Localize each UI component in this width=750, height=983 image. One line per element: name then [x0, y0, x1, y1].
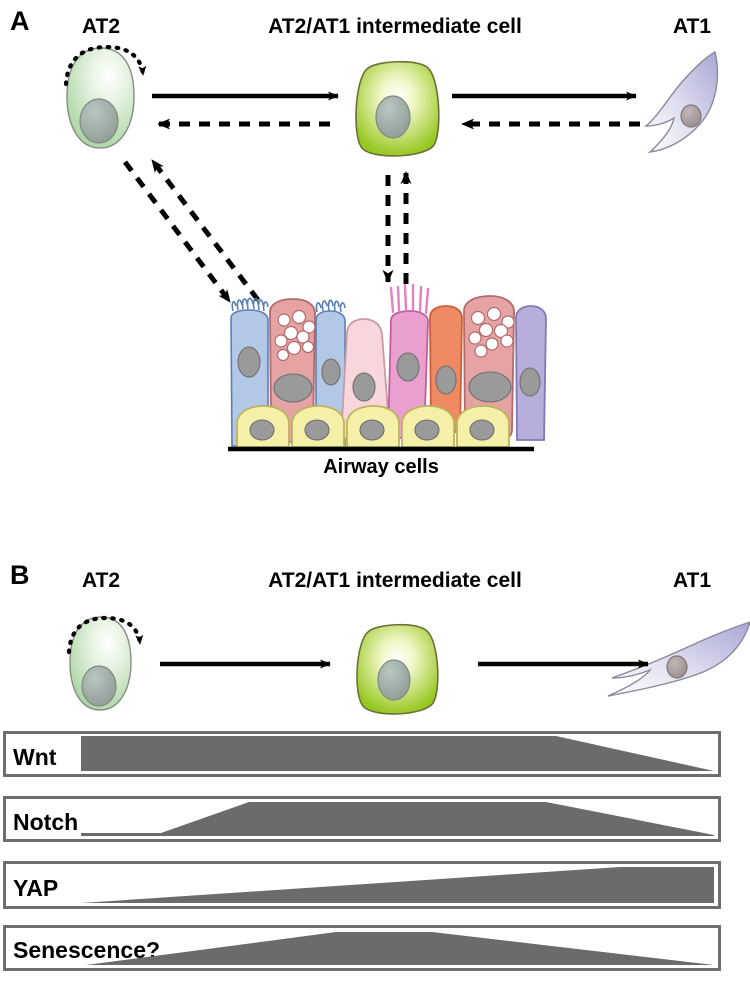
- airway-cell-tuft: [387, 283, 430, 439]
- signal-label-senescence: Senescence?: [13, 937, 161, 963]
- at2-nucleus-b: [81, 665, 117, 707]
- at1-cell: [644, 50, 719, 153]
- at1-nucleus: [680, 104, 702, 128]
- panel-b-graphics: [66, 615, 750, 715]
- signal-row-wnt: Wnt: [3, 731, 721, 777]
- panel-b-title-at2: AT2: [81, 569, 121, 592]
- at2-cell: [66, 47, 135, 149]
- airway-cells-label: Airway cells: [323, 456, 439, 478]
- signal-shape-wnt: [81, 736, 714, 771]
- at2-self-renewal-arrow-b: [66, 615, 144, 655]
- airway-cell-goblet-2: [463, 295, 515, 443]
- signal-label-notch: Notch: [13, 809, 79, 835]
- signal-shape-senescence: [86, 932, 714, 965]
- intermediate-cell: [355, 60, 440, 157]
- panel-b-letter: B: [10, 560, 30, 590]
- arrow-at2-to-airway: [123, 160, 232, 304]
- airway-cell-ionocyte: [429, 305, 463, 433]
- panel-b-title-at1: AT1: [672, 569, 712, 592]
- at2-nucleus: [79, 98, 119, 144]
- arrow-airway-to-at2: [150, 158, 260, 302]
- airway-cell-goblet-1: [269, 298, 316, 443]
- airway-cell-columnar-purple: [515, 305, 547, 441]
- at1-cell-b: [607, 621, 750, 697]
- panel-a-title-intermediate: AT2/AT1 intermediate cell: [268, 15, 522, 38]
- at2-self-renewal-arrow: [63, 45, 147, 87]
- airway-epithelium: [228, 283, 547, 452]
- signal-shape-yap: [81, 867, 714, 903]
- signal-label-yap: YAP: [13, 875, 59, 901]
- at1-nucleus-b: [666, 655, 688, 679]
- panel-a-letter: A: [10, 6, 30, 36]
- panel-a-title-at1: AT1: [672, 15, 712, 38]
- signal-shape-notch: [81, 802, 714, 836]
- intermediate-cell-b: [356, 623, 439, 715]
- at2-cell-b: [69, 616, 132, 711]
- signal-label-wnt: Wnt: [13, 744, 57, 770]
- intermediate-nucleus-b: [377, 659, 411, 701]
- panel-a-graphics: [63, 45, 719, 452]
- signal-row-senescence: Senescence?: [3, 925, 721, 971]
- signal-row-yap: YAP: [3, 861, 721, 909]
- airway-basal-cells: [236, 405, 510, 448]
- panel-a-title-at2: AT2: [81, 15, 121, 38]
- signal-row-notch: Notch: [3, 796, 721, 842]
- intermediate-nucleus: [375, 95, 411, 139]
- panel-b-title-intermediate: AT2/AT1 intermediate cell: [268, 569, 522, 592]
